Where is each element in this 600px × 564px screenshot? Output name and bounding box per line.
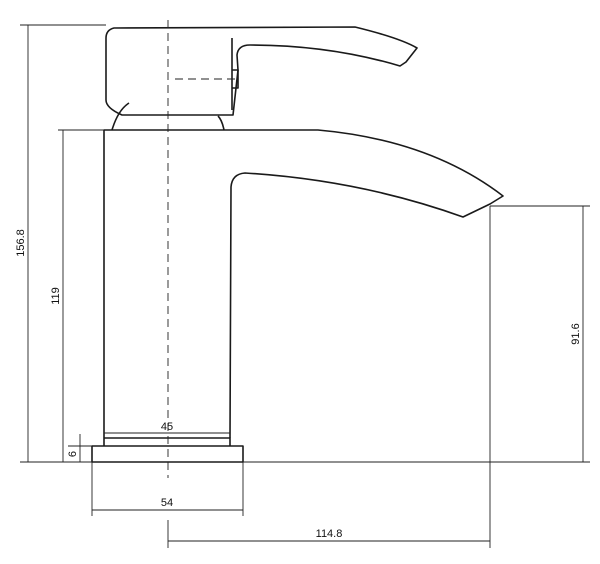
projection-label: 114.8 [316,528,343,540]
handle-stub [232,69,239,89]
dimension-lines [20,24,590,548]
spout-height-label: 91.6 [570,323,582,344]
base-thickness-label: 6 [67,451,79,457]
dimension-labels: 156.8 119 6 91.6 45 54 114.8 [15,229,582,540]
centre-lines [167,20,238,478]
base-width-label: 54 [161,497,173,509]
overall-height-label: 156.8 [15,229,27,257]
base-collar [103,437,231,446]
body-height-label: 119 [50,287,62,305]
body-width-label: 45 [161,421,173,433]
base-plate [91,445,244,463]
handle-lever [105,26,418,116]
tap-outline [91,26,504,463]
body-and-spout [103,129,504,439]
